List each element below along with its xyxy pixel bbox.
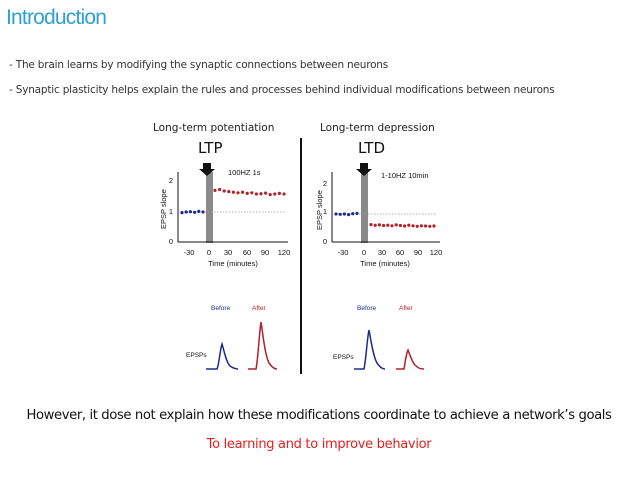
ltd-stimulus-label: 1-10HZ 10min: [381, 171, 429, 180]
ltp-xtick-1: 0: [207, 248, 211, 257]
ltp-after-point: [241, 190, 245, 194]
plasticity-figure: 100HZ 1s 0 1 2 -30 0 30 60 90 120 Time (…: [159, 163, 442, 370]
ltd-xtick-2: 30: [378, 248, 386, 257]
ltp-after-point: [282, 192, 286, 196]
ltp-after-point: [227, 190, 231, 194]
ltd-before-trace: [354, 329, 386, 370]
ltp-ytick-0: 0: [169, 237, 173, 246]
ltd-stimulus-arrow-icon: [356, 163, 372, 176]
ltp-epsp-traces: Before After EPSPs: [186, 305, 278, 370]
ltp-before-point: [201, 210, 205, 214]
ltp-after-point: [218, 187, 222, 192]
ltp-xtick-5: 120: [278, 248, 291, 257]
ltd-ytick-0: 0: [323, 237, 327, 246]
ltp-stimulus-arrow-icon: [199, 163, 215, 176]
ltp-before-point: [188, 210, 192, 214]
ltp-before-point: [184, 210, 188, 214]
ltp-xtick-4: 90: [261, 248, 269, 257]
ltp-after-point: [277, 191, 281, 195]
ltd-after-point: [386, 223, 390, 227]
ltp-after-label: After: [252, 305, 267, 312]
ltd-after-point: [424, 224, 428, 228]
ltp-after-point: [254, 192, 258, 196]
ltd-xtick-5: 120: [430, 248, 443, 257]
ltp-ylabel: EPSP slope: [159, 189, 168, 229]
bullet-2: - Synaptic plasticity helps explain the …: [9, 84, 555, 96]
ltp-xtick-3: 60: [243, 248, 251, 257]
ltd-after-point: [398, 223, 402, 228]
ltp-after-point: [273, 192, 277, 196]
ltp-before-point: [180, 211, 184, 215]
ltp-xtick-0: -30: [184, 248, 195, 257]
ltd-xlabel: Time (minutes): [360, 259, 410, 268]
panel-divider: [300, 138, 302, 374]
ltp-after-point: [268, 193, 272, 197]
ltp-after-point: [245, 191, 249, 195]
ltd-after-point: [369, 223, 373, 227]
ltd-after-trace: [396, 348, 425, 370]
ltd-plot: 1-10HZ 10min 0 1 2 -30 0 30 60 90 120 Ti…: [315, 163, 442, 268]
ltd-after-point: [390, 224, 394, 228]
conclusion-line: However, it dose not explain how these m…: [26, 408, 612, 423]
ltd-after-point: [415, 224, 419, 228]
ltp-after-point: [231, 190, 235, 194]
ltp-label: LTP: [198, 139, 223, 157]
ltp-stimulus-bar: [206, 172, 213, 243]
ltp-before-label: Before: [211, 305, 231, 312]
ltd-after-point: [382, 223, 386, 228]
ltd-after-point: [419, 224, 423, 228]
ltd-before-point: [351, 212, 355, 216]
ltp-xlabel: Time (minutes): [208, 259, 258, 268]
ltd-xtick-3: 60: [396, 248, 404, 257]
ltd-epsp-label: EPSPs: [333, 354, 354, 361]
ltp-stimulus-label: 100HZ 1s: [228, 168, 261, 177]
ltp-ytick-1: 1: [169, 207, 173, 216]
ltd-after-point: [428, 224, 432, 228]
ltd-after-point: [377, 223, 381, 227]
ltd-data-points: [334, 211, 436, 228]
ltd-xtick-0: -30: [338, 248, 349, 257]
ltd-after-point: [411, 224, 415, 228]
ltd-label: LTD: [358, 139, 386, 157]
ltp-after-point: [259, 192, 263, 196]
ltp-after-point: [222, 189, 226, 193]
ltd-after-point: [407, 223, 411, 227]
ltp-data-points: [180, 187, 286, 215]
ltd-after-point: [403, 224, 407, 228]
ltd-after-point: [432, 224, 436, 228]
ltp-epsp-label: EPSPs: [186, 352, 207, 359]
ltd-ylabel: EPSP slope: [315, 190, 324, 230]
ltd-before-label: Before: [357, 305, 377, 312]
ltd-after-point: [373, 223, 377, 227]
ltp-xtick-2: 30: [224, 248, 232, 257]
ltd-stimulus-bar: [361, 172, 368, 243]
ltd-before-point: [338, 212, 342, 216]
ltp-after-trace: [248, 321, 278, 370]
ltd-after-label: After: [399, 305, 414, 312]
ltp-after-point: [250, 191, 254, 195]
ltd-before-point: [342, 212, 346, 216]
ltd-heading: Long-term depression: [320, 122, 435, 134]
ltp-before-trace: [206, 341, 239, 370]
ltd-before-point: [334, 212, 338, 216]
ltd-ytick-1: 1: [323, 207, 327, 216]
ltp-after-point: [236, 191, 240, 195]
ltp-ytick-2: 2: [169, 176, 173, 185]
ltd-before-point: [355, 211, 359, 215]
ltd-xtick-1: 0: [362, 248, 366, 257]
ltd-xtick-4: 90: [414, 248, 422, 257]
ltp-heading: Long-term potentiation: [153, 122, 275, 134]
ltd-ytick-2: 2: [323, 179, 327, 188]
ltp-after-point: [213, 188, 217, 192]
ltp-before-point: [197, 209, 201, 213]
ltd-epsp-traces: Before After EPSPs: [333, 305, 425, 370]
ltd-after-point: [394, 223, 398, 227]
ltp-before-point: [193, 210, 197, 214]
ltp-after-point: [264, 191, 268, 195]
conclusion-highlight: To learning and to improve behavior: [206, 437, 432, 452]
bullet-1: - The brain learns by modifying the syna…: [9, 59, 389, 71]
ltd-before-point: [347, 213, 351, 217]
slide-title: Introduction: [6, 6, 107, 29]
ltp-plot: 100HZ 1s 0 1 2 -30 0 30 60 90 120 Time (…: [159, 163, 290, 268]
